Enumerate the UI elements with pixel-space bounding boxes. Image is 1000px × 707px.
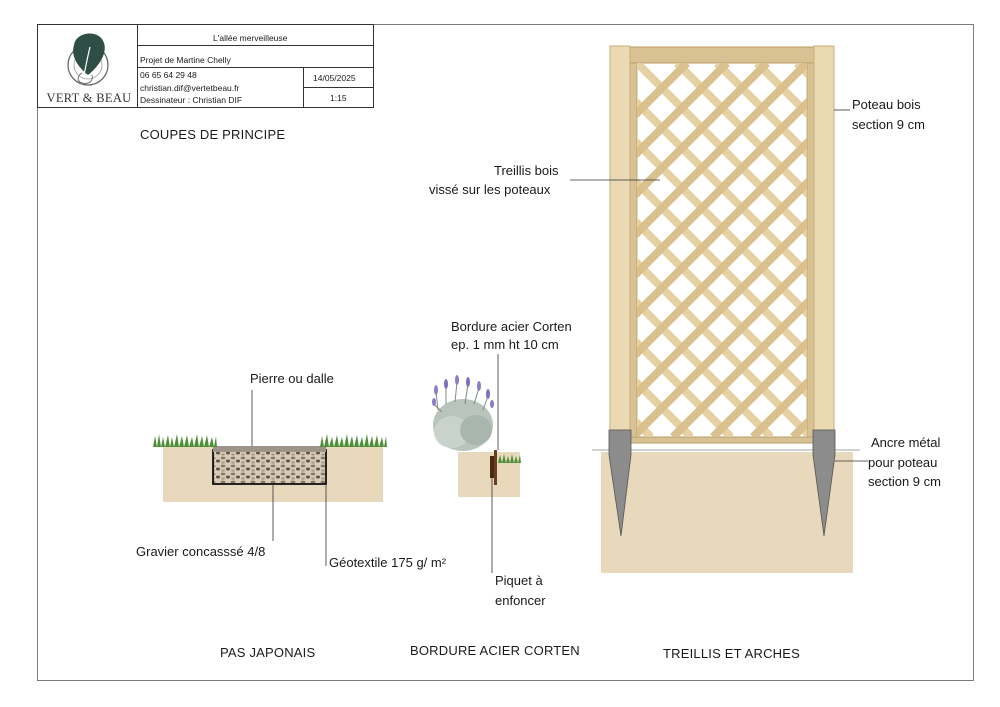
trellis-bottom-rail (629, 436, 815, 444)
post-right (813, 45, 835, 431)
trellis-top-rail (629, 46, 815, 64)
phone-number: 06 65 64 29 48 (140, 70, 197, 80)
label-anchor-line3: section 9 cm (868, 474, 941, 489)
soil-block (601, 452, 853, 573)
post-left (609, 45, 631, 431)
lavender-plant-icon (432, 375, 494, 451)
stake (490, 456, 494, 478)
lattice-pattern (637, 63, 807, 437)
corten-edge (494, 450, 497, 485)
drawing-date: 14/05/2025 (313, 73, 356, 83)
caption-treillis: TREILLIS ET ARCHES (663, 646, 801, 661)
label-stone: Pierre ou dalle (250, 371, 334, 386)
label-stake-line1: Piquet à (495, 573, 543, 588)
logo-cell: VERT & BEAU (38, 25, 138, 107)
email-address: christian.dif@vertetbeau.fr (140, 83, 240, 93)
metal-anchor-left (608, 429, 632, 537)
project-title: L'allée merveilleuse (213, 33, 288, 43)
label-stake-line2: enfoncer (495, 593, 546, 608)
label-anchor-line1: Ancre métal (871, 435, 941, 450)
client-name: Projet de Martine Chelly (140, 55, 231, 65)
divider (137, 45, 374, 46)
label-trellis-line2: vissé sur les poteaux (429, 182, 551, 197)
label-post-line1: Poteau bois (852, 97, 921, 112)
label-trellis-line1: Treillis bois (494, 163, 559, 178)
drawing-sheet-border (37, 24, 974, 681)
label-anchor-line2: pour poteau (868, 455, 938, 470)
pas-japonais-section (153, 390, 387, 566)
grass-right-icon (320, 434, 387, 447)
caption-pas-japonais: PAS JAPONAIS (220, 645, 316, 660)
drawing-scale: 1:15 (330, 93, 347, 103)
divider (303, 67, 304, 107)
label-edge-line1: Bordure acier Corten (451, 319, 572, 334)
label-edge-line2: ep. 1 mm ht 10 cm (451, 337, 559, 352)
label-post-line2: section 9 cm (852, 117, 925, 132)
sheet-title: COUPES DE PRINCIPE (140, 127, 286, 142)
soil-block (458, 452, 520, 497)
metal-anchor-right (812, 429, 836, 537)
brand-logo-icon (67, 33, 109, 86)
brand-name: VERT & BEAU (46, 91, 132, 105)
label-gravel: Gravier concasssé 4/8 (136, 544, 266, 559)
treillis-section (570, 45, 868, 573)
caption-bordure: BORDURE ACIER CORTEN (410, 643, 580, 658)
divider (137, 67, 374, 68)
bordure-section (432, 354, 521, 573)
divider (303, 87, 374, 88)
stone-slab (213, 446, 326, 452)
title-block: VERT & BEAU L'allée merveilleuse Projet … (37, 24, 374, 108)
designer-name: Dessinateur : Christian DIF (140, 95, 243, 105)
label-geotextile: Géotextile 175 g/ m² (329, 555, 447, 570)
gravel-layer (212, 449, 327, 485)
grass-left-icon (153, 434, 217, 447)
grass-small-icon (498, 454, 521, 463)
